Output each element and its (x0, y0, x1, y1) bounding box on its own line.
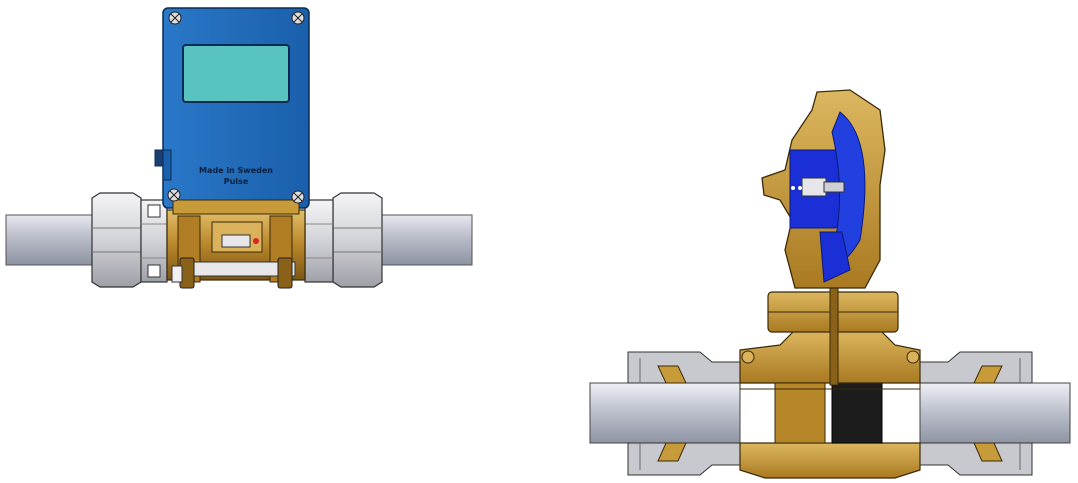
display-window (182, 44, 290, 103)
housing-label-line-2: Pulse (224, 177, 249, 186)
sensor-neck-section (767, 259, 899, 386)
cross-section-view (580, 0, 1078, 483)
housing-label-line-1: Made in Sweden (199, 166, 273, 175)
right-body-nut (304, 199, 334, 283)
right-pipe (381, 214, 473, 266)
cross-section-drawing (589, 89, 1071, 479)
right-pipe-section (919, 382, 1071, 444)
right-compression-nut (332, 192, 383, 288)
left-pipe (5, 214, 97, 266)
external-view: Made in Sweden Pulse (0, 0, 480, 483)
left-union-nut-section (627, 351, 741, 476)
right-union-nut-section (919, 351, 1033, 476)
left-body-nut (140, 199, 168, 283)
external-view-drawing: Made in Sweden Pulse (5, 7, 473, 289)
left-pipe-section (589, 382, 741, 444)
left-compression-nut (91, 192, 142, 288)
screw-icon (167, 11, 305, 204)
sensor-head-section (761, 89, 886, 289)
brass-valve-body (166, 209, 306, 289)
